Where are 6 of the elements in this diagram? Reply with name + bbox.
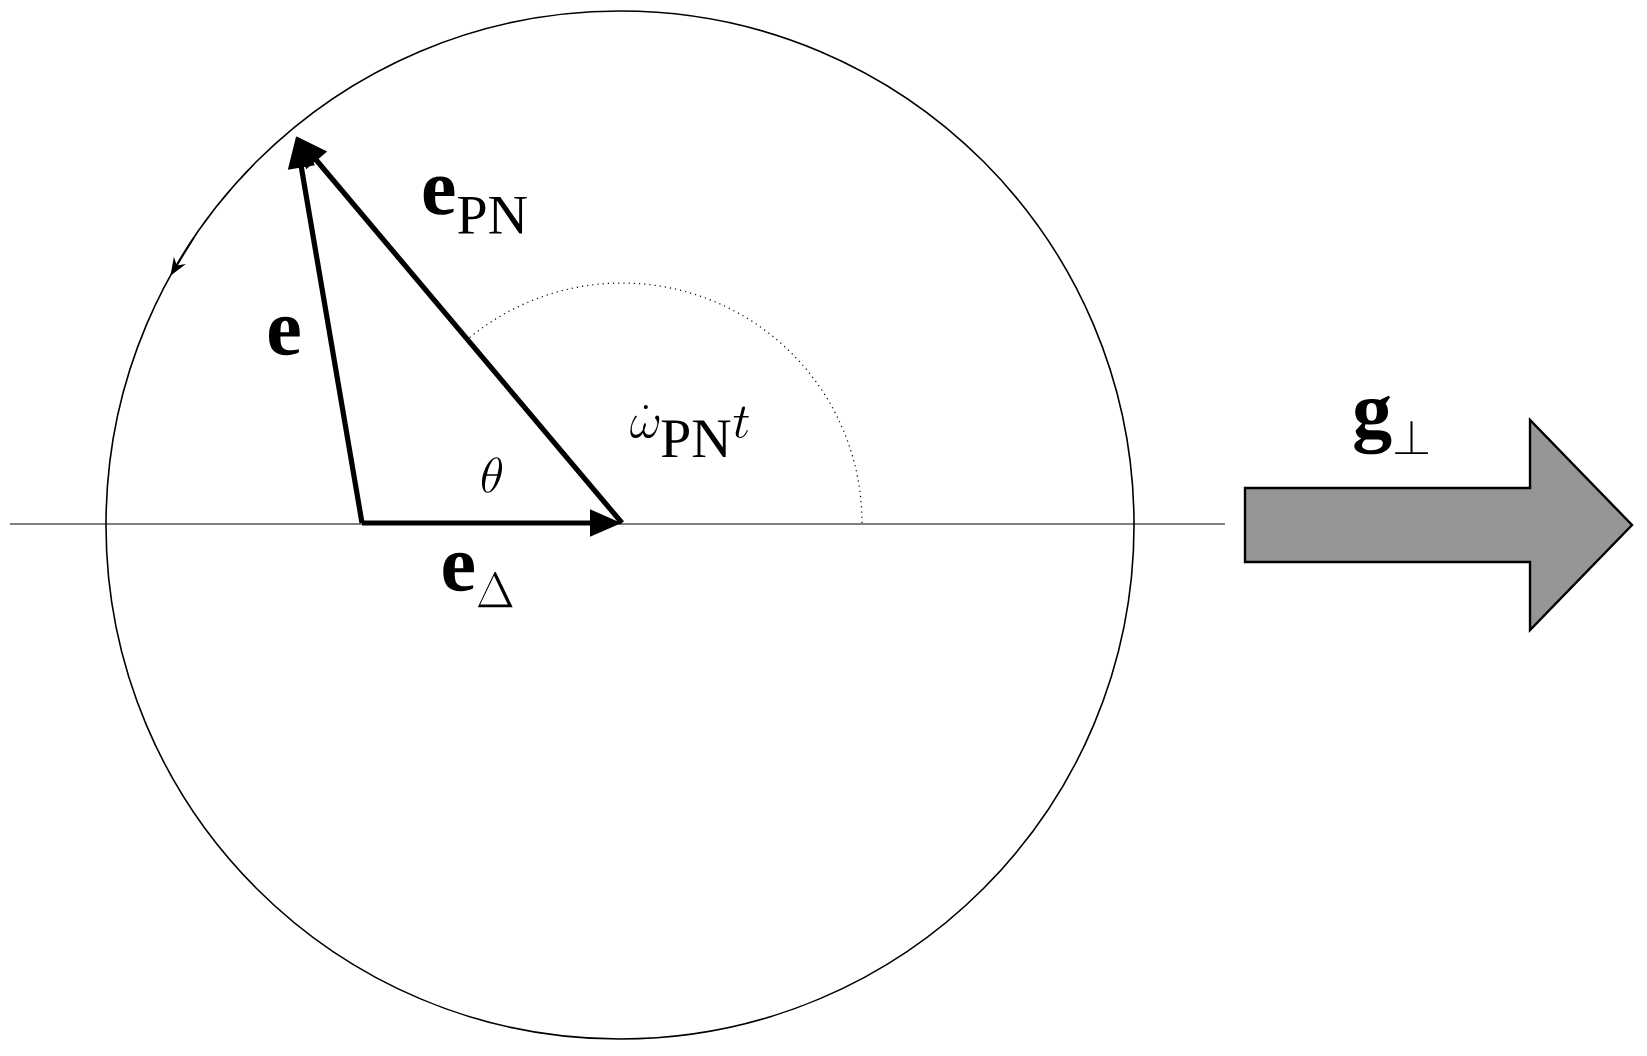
angle-label: $\dot{\omega}_{\mathrm{PN}}t$ — [630, 404, 749, 458]
angle-label: $\theta$ — [481, 457, 503, 493]
vector-label: $\mathbf{e}_{\mathrm{PN}}$ — [423, 176, 527, 234]
vector-label: $\mathbf{e}_{\Delta}$ — [443, 552, 513, 608]
vector-label: $\mathbf{g}_{\perp}$ — [1354, 395, 1429, 455]
vector-label: $\mathbf{e}$ — [269, 316, 300, 356]
